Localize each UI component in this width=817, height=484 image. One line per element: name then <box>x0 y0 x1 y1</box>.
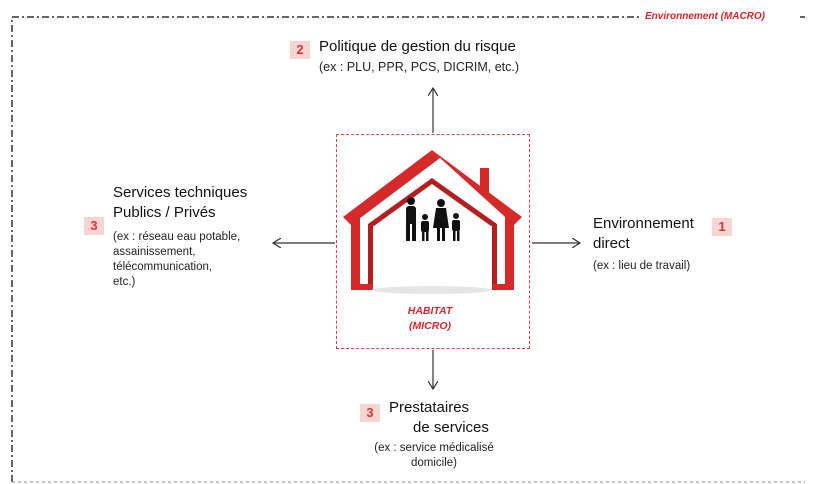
badge-3-left: 3 <box>84 217 104 235</box>
service-providers-title-line1: Prestataires <box>389 399 470 416</box>
technical-services-examples-3: télécommunication, <box>113 261 213 273</box>
risk-policy-title: Politique de gestion du risque <box>319 38 516 55</box>
direct-environment-examples: (ex : lieu de travail) <box>593 260 691 272</box>
service-providers-examples-1: (ex : service médicalisé <box>374 442 494 454</box>
service-providers-examples-2: domicile) <box>410 457 457 469</box>
technical-services-examples-1: (ex : réseau eau potable, <box>113 231 241 243</box>
technical-services-examples-2: assainissement, <box>113 246 196 258</box>
direct-environment-title-line1: Environnement <box>593 215 694 232</box>
service-providers-title-line2: de services <box>413 419 489 436</box>
habitat-label: HABITAT <box>407 305 453 317</box>
badge-1: 1 <box>712 218 732 236</box>
technical-services-title-line2: Publics / Privés <box>113 204 216 221</box>
technical-services-examples-4: etc.) <box>113 276 136 288</box>
macro-environment-label: Environnement (MACRO) <box>645 11 765 22</box>
technical-services-title-line1: Services techniques <box>113 184 248 201</box>
micro-label: (MICRO) <box>409 320 451 332</box>
habitat-micro-box <box>336 134 530 349</box>
direct-environment-title-line2: direct <box>593 235 630 252</box>
badge-2: 2 <box>290 41 310 59</box>
risk-policy-examples: (ex : PLU, PPR, PCS, DICRIM, etc.) <box>319 60 520 74</box>
badge-3-bottom: 3 <box>360 404 380 422</box>
